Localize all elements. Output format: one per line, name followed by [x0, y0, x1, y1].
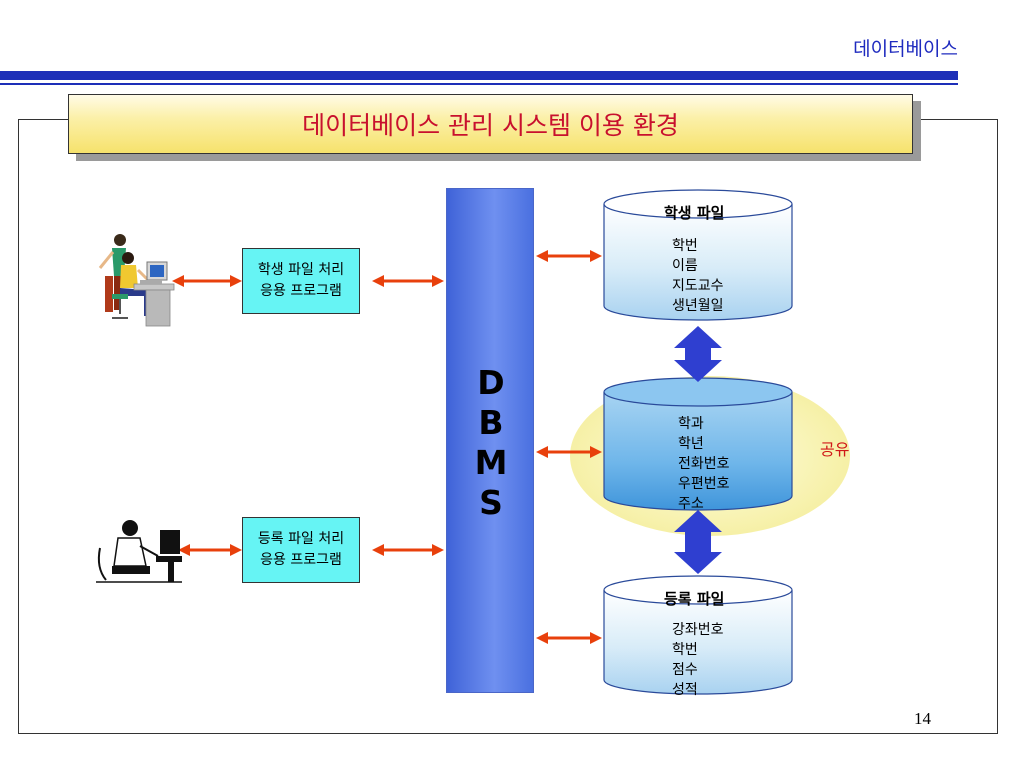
dbms-letter-d: D	[477, 363, 505, 402]
student-field-3: 지도교수	[672, 278, 724, 294]
dbms-shared-file-arrow	[536, 446, 602, 458]
student-field-4: 생년월일	[672, 298, 724, 314]
student-app-dbms-arrow	[372, 275, 444, 287]
dbms-enroll-file-arrow	[536, 632, 602, 644]
shared-field-2: 학년	[678, 436, 704, 452]
shared-label: 공유	[820, 440, 850, 459]
enroll-app-line1: 등록 파일 처리	[257, 531, 345, 547]
student-shared-link-arrow	[674, 326, 722, 382]
student-file-fields: 학번 이름 지도교수 생년월일	[672, 236, 724, 316]
shared-field-4: 우편번호	[678, 476, 730, 492]
enroll-field-1: 강좌번호	[672, 622, 724, 638]
student-field-1: 학번	[672, 238, 698, 254]
dbms-letter-b: B	[478, 403, 504, 442]
student-app-line2: 응용 프로그램	[260, 283, 342, 299]
enroll-file-title: 등록 파일	[664, 590, 725, 608]
enroll-field-3: 점수	[672, 662, 698, 678]
header-rule	[0, 71, 958, 80]
enroll-app-box: 등록 파일 처리 응용 프로그램	[242, 517, 360, 583]
shared-file-fields: 학과 학년 전화번호 우편번호 주소	[678, 414, 730, 514]
shared-field-5: 주소	[678, 496, 704, 512]
enroll-app-dbms-arrow	[372, 544, 444, 556]
workstation-users-icon	[98, 234, 175, 327]
user-enroll-app-arrow	[178, 544, 242, 556]
typist-user-icon	[96, 520, 182, 583]
enroll-app-line2: 응용 프로그램	[260, 552, 342, 568]
header-rule-thin	[0, 83, 958, 85]
dbms-letter-s: S	[479, 483, 503, 522]
shared-field-3: 전화번호	[678, 456, 730, 472]
student-file-title: 학생 파일	[664, 204, 725, 222]
user-student-app-arrow	[172, 275, 242, 287]
enroll-field-4: 성적	[672, 682, 698, 698]
dbms-student-file-arrow	[536, 250, 602, 262]
slide-title: 데이터베이스 관리 시스템 이용 환경	[68, 94, 913, 154]
shared-file-cylinder	[603, 377, 793, 511]
section-header-label: 데이터베이스	[853, 38, 958, 60]
shared-field-1: 학과	[678, 416, 704, 432]
student-file-cylinder	[603, 189, 793, 321]
enroll-file-cylinder	[603, 575, 793, 695]
enroll-field-2: 학번	[672, 642, 698, 658]
page-number: 14	[914, 709, 931, 728]
dbms-column: D B M S	[446, 188, 534, 693]
dbms-letter-m: M	[474, 443, 508, 482]
student-app-line1: 학생 파일 처리	[257, 262, 345, 278]
enroll-file-fields: 강좌번호 학번 점수 성적	[672, 620, 724, 700]
student-field-2: 이름	[672, 258, 698, 274]
student-app-box: 학생 파일 처리 응용 프로그램	[242, 248, 360, 314]
shared-enroll-link-arrow	[674, 510, 722, 574]
